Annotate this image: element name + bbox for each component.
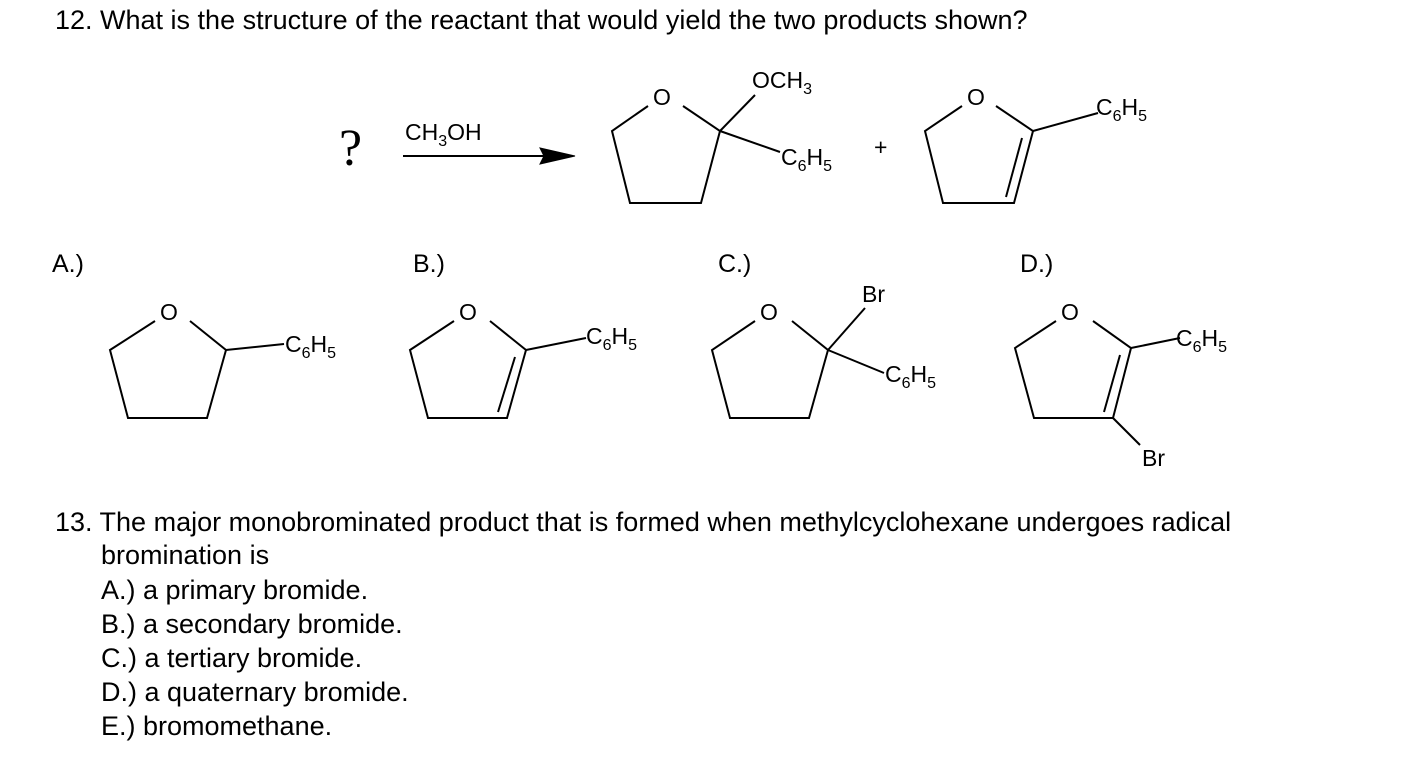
ring-bonds [408, 320, 528, 419]
bond-to-och3 [719, 94, 756, 132]
ring-bonds [108, 320, 228, 419]
chemistry-figure: ? CH3OH O OCH3 C6H5 + O C6H5 A.) B.) C.)… [52, 67, 1227, 471]
option-b[interactable]: B.) a secondary bromide. [101, 609, 403, 639]
option-d-structure[interactable]: O C6H5 Br [1013, 299, 1227, 471]
option-b-label: B.) [413, 250, 445, 278]
oxygen-atom: O [459, 299, 477, 325]
oxygen-atom: O [1061, 299, 1079, 325]
option-c[interactable]: C.) a tertiary bromide. [101, 643, 363, 673]
oxygen-atom: O [760, 299, 778, 325]
ring-bonds [610, 105, 722, 204]
phenyl-group: C6H5 [885, 361, 936, 392]
option-a[interactable]: A.) a primary bromide. [101, 575, 369, 605]
option-e[interactable]: E.) bromomethane. [101, 711, 333, 741]
question-13-options: A.) a primary bromide. B.) a secondary b… [101, 573, 409, 743]
question-13-text-continued: bromination is [101, 540, 270, 570]
phenyl-group: C6H5 [285, 331, 336, 362]
bond-to-phenyl [827, 349, 885, 374]
phenyl-group: C6H5 [586, 323, 637, 354]
bond-to-phenyl [225, 343, 285, 351]
phenyl-group: C6H5 [1096, 94, 1147, 125]
unknown-reactant: ? [339, 120, 362, 177]
option-b-structure[interactable]: O C6H5 [408, 299, 637, 419]
bromine-atom: Br [862, 281, 885, 307]
product-1: O OCH3 C6H5 [610, 67, 832, 204]
option-a-label: A.) [52, 250, 84, 278]
double-bond-inner [1005, 137, 1023, 198]
oxygen-atom: O [653, 84, 671, 110]
bond-to-bromine [827, 307, 866, 351]
bond-to-phenyl [1032, 112, 1099, 132]
option-c-structure[interactable]: O Br C6H5 [710, 281, 936, 419]
bromine-atom: Br [1142, 445, 1165, 471]
double-bond-inner [497, 356, 516, 413]
option-d[interactable]: D.) a quaternary bromide. [101, 677, 409, 707]
bond-to-phenyl [719, 130, 781, 153]
plus-sign: + [874, 134, 887, 160]
bond-to-phenyl [525, 337, 587, 351]
option-c-label: C.) [718, 250, 751, 278]
ring-bonds [1013, 320, 1133, 419]
bond-to-phenyl [1130, 337, 1181, 349]
methoxy-group: OCH3 [752, 67, 812, 98]
question-13-text: 13. The major monobrominated product tha… [55, 507, 1232, 537]
question-12-text: 12. What is the structure of the reactan… [55, 5, 1028, 35]
oxygen-atom: O [160, 299, 178, 325]
reagent-label: CH3OH [405, 119, 482, 150]
oxygen-atom: O [967, 84, 985, 110]
phenyl-group: C6H5 [781, 144, 832, 175]
product-2: O C6H5 [923, 84, 1147, 204]
ring-bonds [710, 320, 830, 419]
phenyl-group: C6H5 [1176, 325, 1227, 356]
double-bond-inner [1103, 354, 1121, 413]
ring-bonds [923, 105, 1035, 204]
reaction-arrow-head [539, 147, 576, 165]
option-d-label: D.) [1020, 250, 1053, 278]
bond-to-bromine [1112, 417, 1141, 446]
option-a-structure[interactable]: O C6H5 [108, 299, 336, 419]
